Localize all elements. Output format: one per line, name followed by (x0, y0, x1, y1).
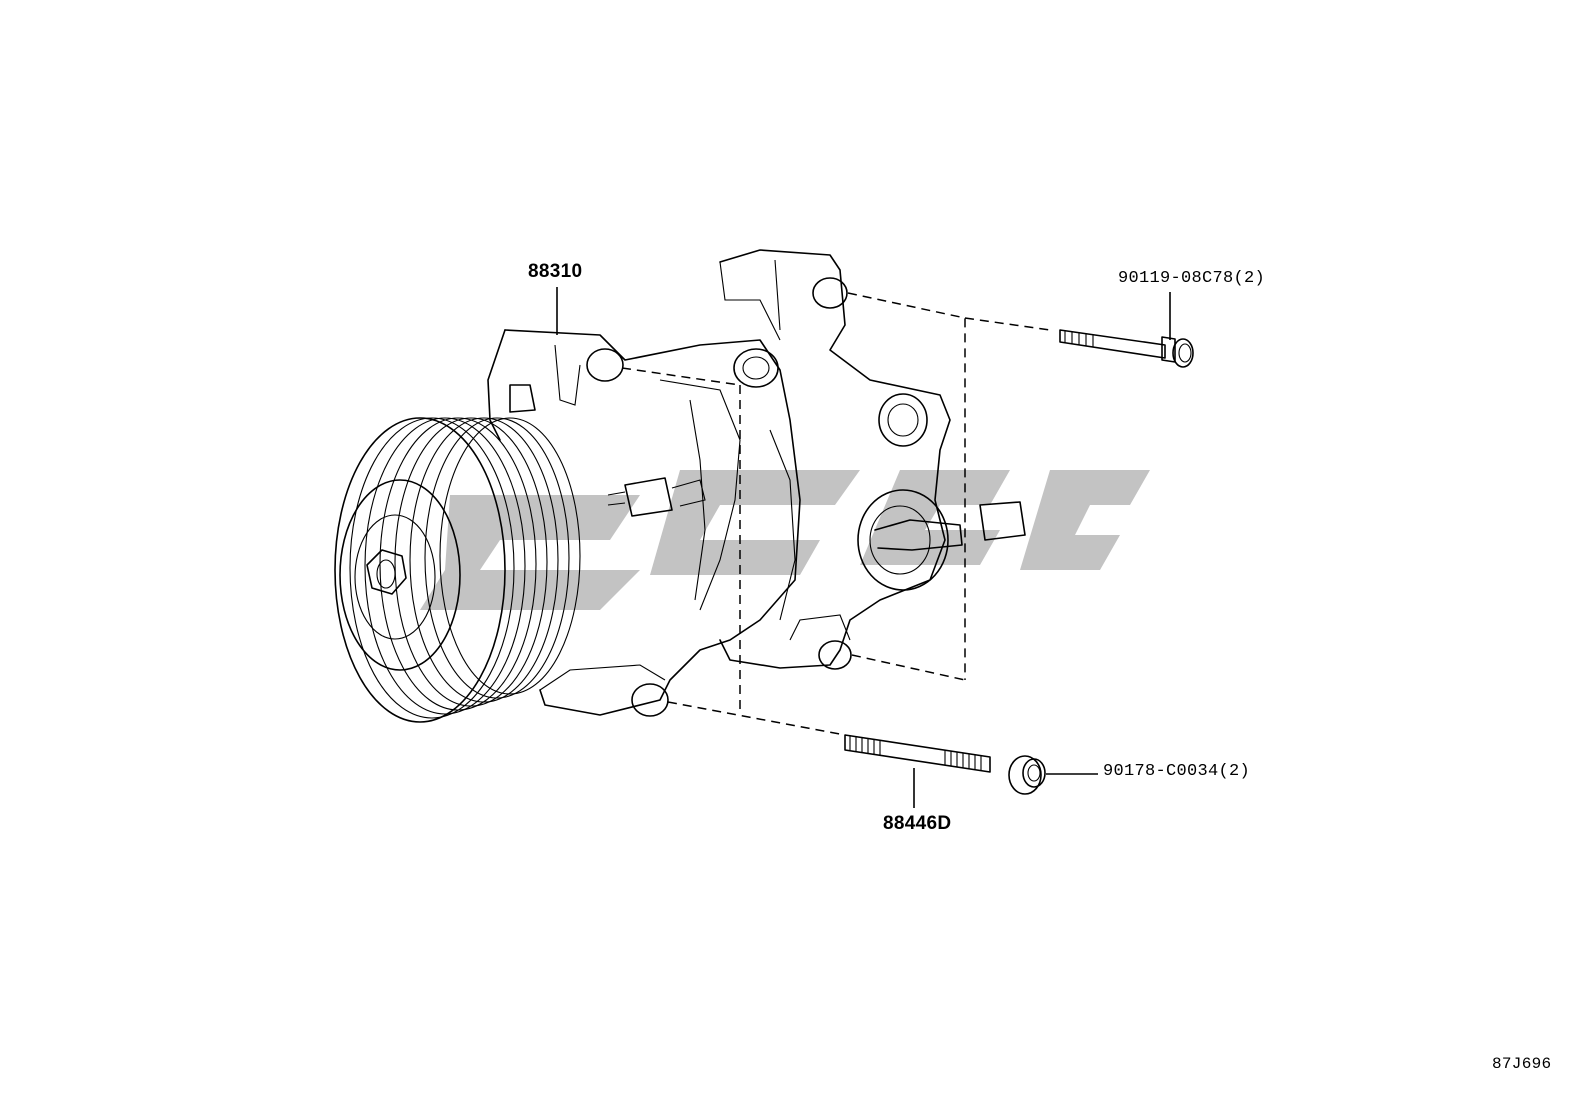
compressor-illustration (334, 249, 1026, 723)
watermark-logo (420, 470, 1150, 610)
assembly-lines (621, 292, 1051, 736)
pulley (334, 417, 581, 723)
leader-lines (556, 287, 1171, 808)
illustration-id: 87J696 (1492, 1055, 1552, 1073)
callout-90178: 90178-C0034(2) (1103, 762, 1251, 781)
callout-90119: 90119-08C78(2) (1118, 269, 1266, 288)
bolt-90119 (1059, 329, 1194, 368)
nut-90178 (1008, 755, 1046, 795)
callout-88310: 88310 (528, 261, 583, 282)
stud-88446d (844, 734, 991, 773)
callout-88446d: 88446D (883, 813, 952, 834)
